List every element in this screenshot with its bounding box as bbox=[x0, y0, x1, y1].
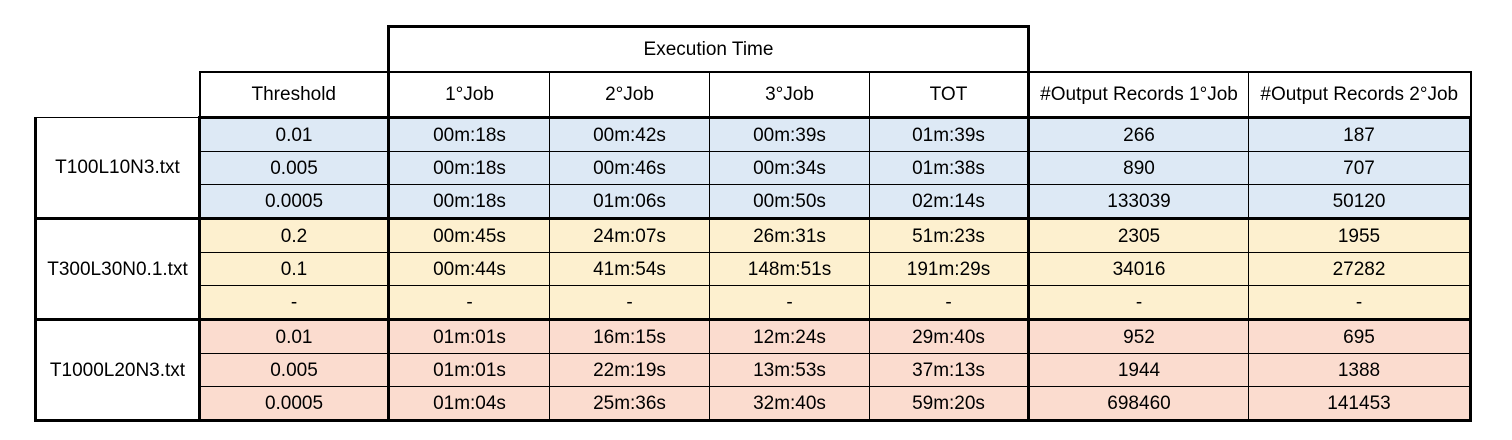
threshold-cell: 0.01 bbox=[199, 319, 389, 354]
output-records-job2-cell: 187 bbox=[1248, 117, 1472, 152]
job1-time-cell: 00m:45s bbox=[387, 218, 550, 253]
output-records-job2-cell: 707 bbox=[1248, 151, 1472, 185]
job3-time-cell: - bbox=[709, 285, 870, 321]
tot-time-cell: 01m:38s bbox=[869, 151, 1030, 185]
job2-time-cell: 22m:19s bbox=[549, 353, 710, 387]
job2-time-cell: 16m:15s bbox=[549, 319, 710, 354]
job2-time-cell: 24m:07s bbox=[549, 218, 710, 253]
job3-time-cell: 12m:24s bbox=[709, 319, 870, 354]
column-header-job3: 3°Job bbox=[709, 71, 870, 119]
threshold-cell: 0.005 bbox=[199, 353, 389, 387]
threshold-cell: 0.1 bbox=[199, 252, 389, 286]
threshold-cell: 0.01 bbox=[199, 117, 389, 152]
output-records-job2-cell: 1388 bbox=[1248, 353, 1472, 387]
job2-time-cell: 01m:06s bbox=[549, 184, 710, 220]
output-records-job1-cell: 1944 bbox=[1028, 353, 1249, 387]
table-row: ------- bbox=[36, 285, 1472, 321]
job3-time-cell: 148m:51s bbox=[709, 252, 870, 286]
job1-time-cell: 00m:44s bbox=[387, 252, 550, 286]
threshold-cell: 0.0005 bbox=[199, 184, 389, 220]
tot-time-cell: 01m:39s bbox=[869, 117, 1030, 152]
execution-time-header: Execution Time bbox=[387, 25, 1030, 73]
job3-time-cell: 13m:53s bbox=[709, 353, 870, 387]
column-header-threshold: Threshold bbox=[198, 71, 389, 119]
job1-time-cell: - bbox=[387, 285, 550, 321]
output-records-job2-cell: 695 bbox=[1248, 319, 1472, 354]
output-records-job1-cell: - bbox=[1028, 285, 1249, 321]
job1-time-cell: 00m:18s bbox=[387, 151, 550, 185]
job1-time-cell: 01m:01s bbox=[387, 353, 550, 387]
job2-time-cell: 00m:46s bbox=[549, 151, 710, 185]
job3-time-cell: 26m:31s bbox=[709, 218, 870, 253]
job3-time-cell: 00m:34s bbox=[709, 151, 870, 185]
output-records-job2-cell: 141453 bbox=[1248, 386, 1472, 422]
tot-time-cell: 37m:13s bbox=[869, 353, 1030, 387]
tot-time-cell: 29m:40s bbox=[869, 319, 1030, 354]
output-records-job1-cell: 133039 bbox=[1028, 184, 1249, 220]
tot-time-cell: 191m:29s bbox=[869, 252, 1030, 286]
job2-time-cell: 25m:36s bbox=[549, 386, 710, 422]
job1-time-cell: 00m:18s bbox=[387, 117, 550, 152]
output-records-job1-cell: 698460 bbox=[1028, 386, 1249, 422]
output-records-job1-cell: 890 bbox=[1028, 151, 1249, 185]
job3-time-cell: 00m:50s bbox=[709, 184, 870, 220]
output-records-job2-cell: 50120 bbox=[1248, 184, 1472, 220]
job1-time-cell: 00m:18s bbox=[387, 184, 550, 220]
output-records-job1-cell: 34016 bbox=[1028, 252, 1249, 286]
job1-time-cell: 01m:04s bbox=[387, 386, 550, 422]
tot-time-cell: 02m:14s bbox=[869, 184, 1030, 220]
dataset-file-name: T300L30N0.1.txt bbox=[34, 218, 201, 321]
threshold-cell: 0.2 bbox=[199, 218, 389, 253]
threshold-cell: 0.005 bbox=[199, 151, 389, 185]
job2-time-cell: - bbox=[549, 285, 710, 321]
output-records-job2-cell: 1955 bbox=[1248, 218, 1472, 253]
dataset-file-name: T1000L20N3.txt bbox=[34, 319, 201, 422]
column-header-output-records-job1: #Output Records 1°Job bbox=[1028, 71, 1249, 119]
job2-time-cell: 00m:42s bbox=[549, 117, 710, 152]
column-header-output-records-job2: #Output Records 2°Job bbox=[1248, 71, 1472, 119]
output-records-job1-cell: 2305 bbox=[1028, 218, 1249, 253]
dataset-file-name: T100L10N3.txt bbox=[34, 117, 201, 220]
job2-time-cell: 41m:54s bbox=[549, 252, 710, 286]
output-records-job1-cell: 266 bbox=[1028, 117, 1249, 152]
column-header-row: Threshold 1°Job 2°Job 3°Job TOT #Output … bbox=[35, 71, 1472, 119]
threshold-cell: 0.0005 bbox=[199, 386, 389, 422]
tot-time-cell: - bbox=[869, 285, 1030, 321]
column-header-job1: 1°Job bbox=[387, 71, 550, 119]
results-table: Execution Time Threshold 1°Job 2°Job 3°J… bbox=[34, 25, 1472, 422]
group-header-row: Execution Time bbox=[36, 25, 1471, 73]
output-records-job2-cell: - bbox=[1248, 285, 1472, 321]
job1-time-cell: 01m:01s bbox=[387, 319, 550, 354]
threshold-cell: - bbox=[199, 285, 389, 321]
column-header-job2: 2°Job bbox=[549, 71, 710, 119]
output-records-job2-cell: 27282 bbox=[1248, 252, 1472, 286]
job3-time-cell: 00m:39s bbox=[709, 117, 870, 152]
job3-time-cell: 32m:40s bbox=[709, 386, 870, 422]
tot-time-cell: 59m:20s bbox=[869, 386, 1030, 422]
output-records-job1-cell: 952 bbox=[1028, 319, 1249, 354]
column-header-tot: TOT bbox=[869, 71, 1030, 119]
tot-time-cell: 51m:23s bbox=[869, 218, 1030, 253]
